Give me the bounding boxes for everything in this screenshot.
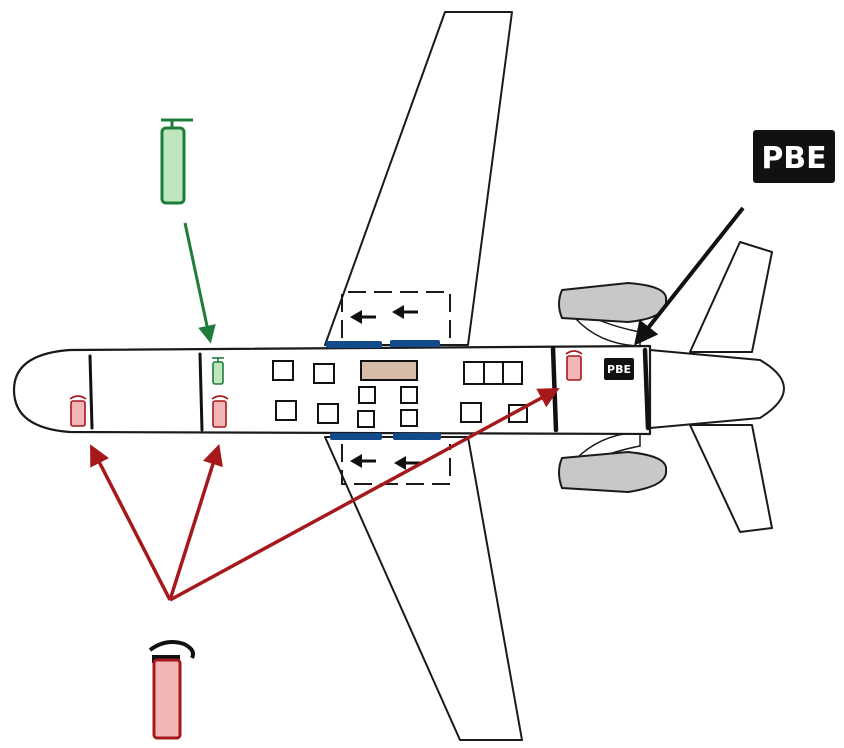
extinguisher-pointer-arrows bbox=[90, 387, 560, 602]
oxygen-bottle-icon bbox=[212, 357, 224, 385]
seat-row bbox=[463, 361, 523, 385]
seat bbox=[460, 402, 482, 423]
fire-extinguisher-icon bbox=[69, 395, 87, 427]
fire-extinguisher-legend bbox=[90, 387, 560, 740]
cabin-seats bbox=[272, 360, 528, 428]
seat bbox=[358, 386, 376, 404]
escape-direction-arrows bbox=[350, 305, 420, 470]
seat bbox=[272, 360, 294, 381]
escape-arrow bbox=[394, 456, 420, 470]
oxygen-pointer-arrow bbox=[183, 222, 216, 344]
pbe-pointer-arrow bbox=[634, 206, 745, 346]
upper-wing bbox=[324, 11, 513, 346]
pointer-arrow-forward-cabin bbox=[168, 443, 223, 601]
seat bbox=[400, 409, 418, 427]
pbe-callout-label: PBE bbox=[761, 141, 826, 176]
tail-stabilizers bbox=[649, 241, 785, 533]
fire-extinguisher-icon bbox=[148, 640, 195, 740]
exit-door bbox=[330, 433, 382, 440]
pointer-arrow-cockpit bbox=[90, 444, 172, 601]
oxygen-bottle-icon bbox=[160, 118, 193, 205]
seat bbox=[400, 386, 418, 404]
pbe-callout-box bbox=[753, 130, 835, 183]
pbe-callout: PBE bbox=[634, 130, 835, 346]
aircraft-wings bbox=[324, 11, 523, 741]
lower-exit-zone bbox=[341, 444, 451, 485]
galley-table bbox=[360, 360, 418, 381]
cockpit-bulkhead bbox=[88, 354, 94, 430]
onboard-oxygen-bottle bbox=[212, 357, 224, 385]
lower-stabilizer bbox=[689, 424, 773, 533]
pbe-placard-label: PBE bbox=[607, 363, 631, 376]
seat bbox=[275, 400, 297, 421]
exit-door bbox=[393, 433, 441, 440]
upper-engine bbox=[558, 281, 668, 324]
pointer-arrow-aft-cabin bbox=[169, 387, 560, 602]
overwing-exit-zones bbox=[341, 291, 451, 485]
tail-bulkhead bbox=[642, 347, 651, 431]
pbe-box-icon: PBE bbox=[604, 358, 634, 380]
seat bbox=[317, 403, 339, 424]
lower-engine bbox=[558, 450, 668, 494]
exit-door bbox=[326, 341, 382, 348]
fire-extinguisher-icon bbox=[565, 350, 583, 381]
exit-door bbox=[390, 340, 440, 347]
forward-cabin-bulkhead bbox=[198, 352, 204, 432]
engines bbox=[558, 281, 668, 494]
fire-extinguisher-icon bbox=[211, 395, 229, 428]
oxygen-bottle-legend bbox=[160, 118, 216, 344]
lower-wing bbox=[324, 436, 523, 741]
seat bbox=[313, 363, 335, 384]
upper-stabilizer bbox=[689, 241, 773, 353]
tail-cone bbox=[649, 349, 785, 429]
overwing-exits bbox=[326, 340, 441, 440]
escape-arrow bbox=[392, 305, 418, 319]
seat bbox=[357, 410, 375, 428]
onboard-fire-extinguishers bbox=[69, 350, 583, 428]
escape-arrow bbox=[350, 310, 376, 324]
escape-arrow bbox=[350, 454, 376, 468]
